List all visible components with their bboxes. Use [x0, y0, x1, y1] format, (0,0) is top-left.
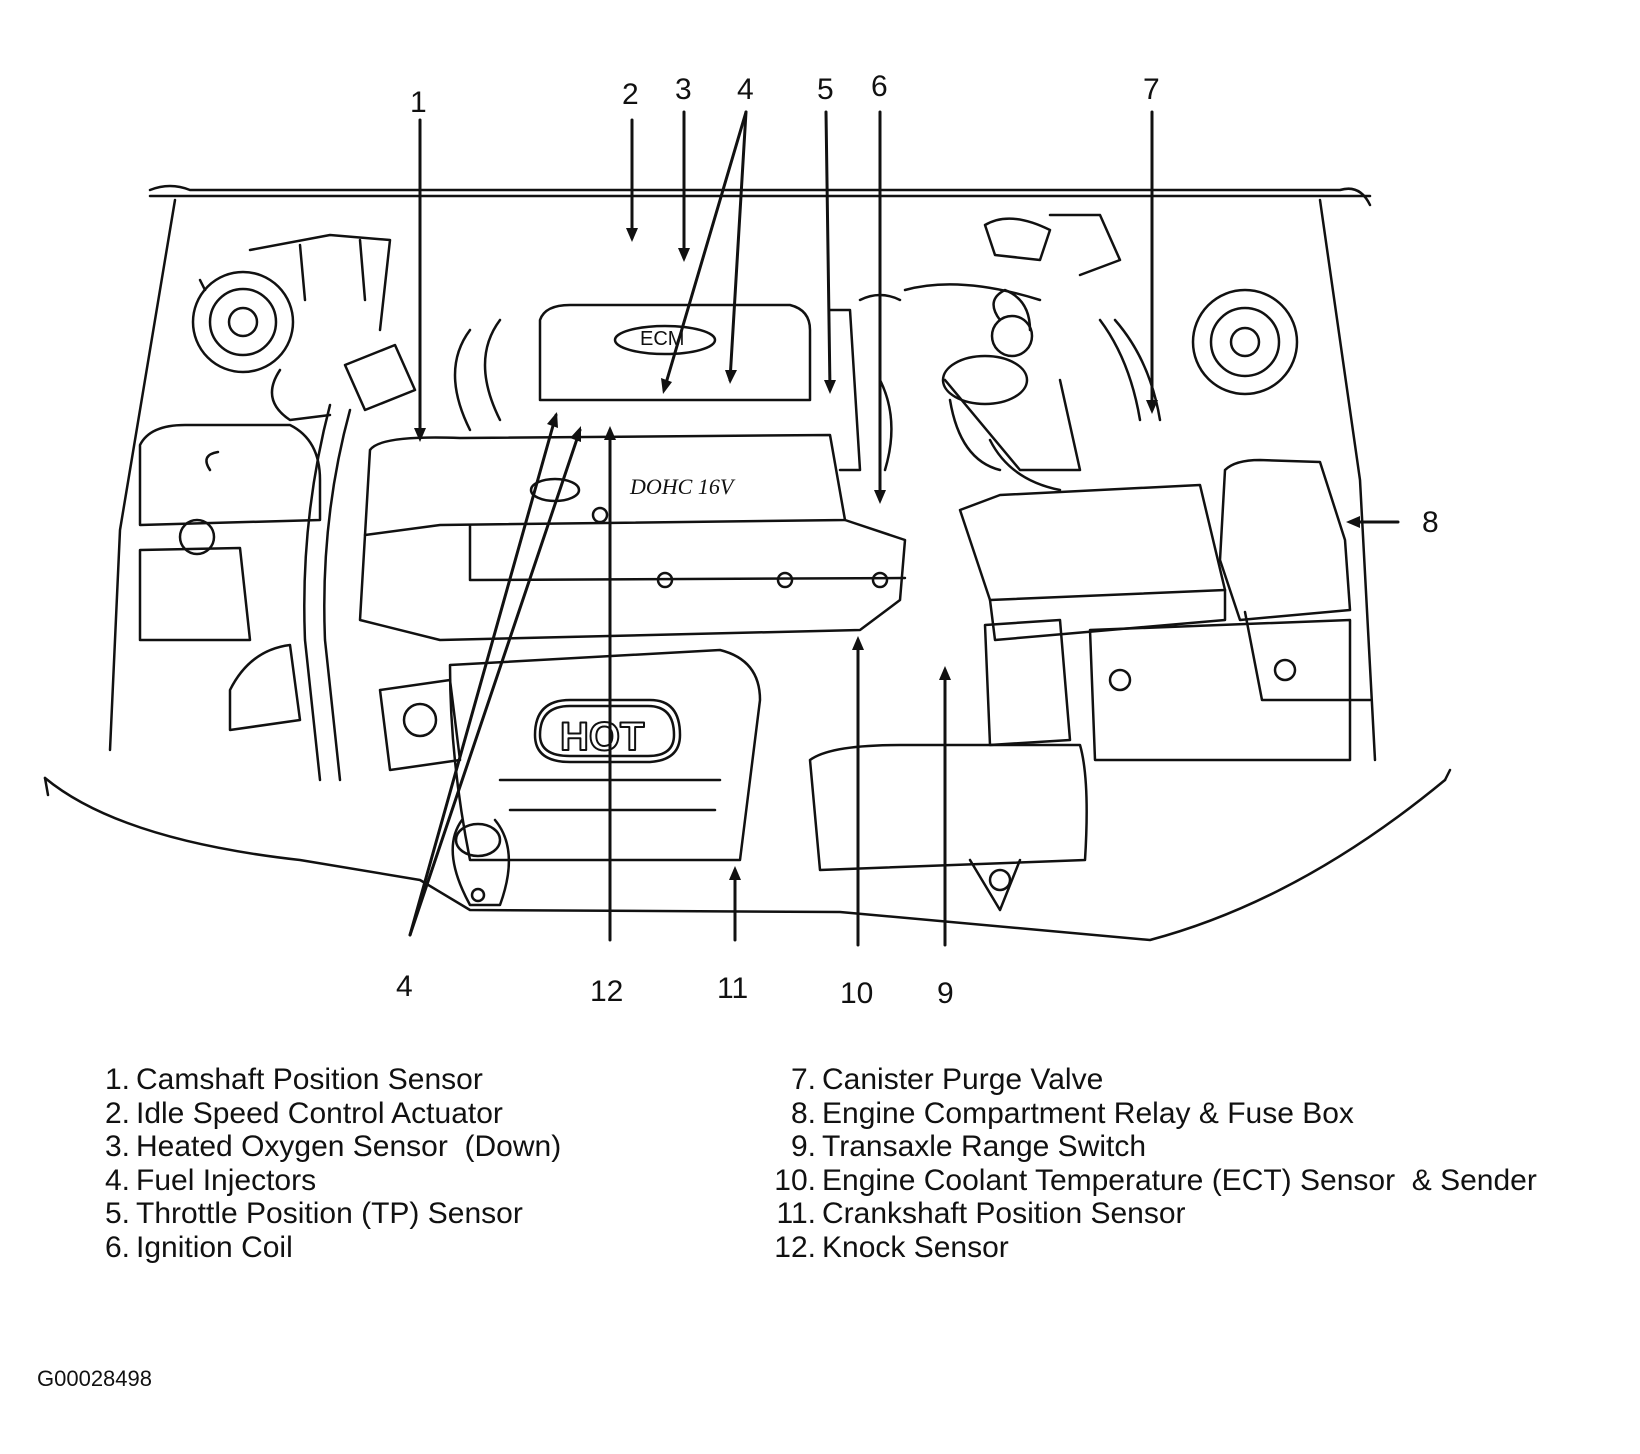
legend-number: 4.: [104, 1163, 130, 1197]
legend-item: 9.Transaxle Range Switch: [760, 1130, 1537, 1164]
legend-text: Crankshaft Position Sensor: [822, 1197, 1186, 1231]
legend-number: 6.: [104, 1230, 130, 1264]
legend-item: 1.Camshaft Position Sensor: [96, 1063, 561, 1097]
relay-fuse-box: [1218, 458, 1372, 702]
legend-number: 1.: [104, 1063, 130, 1096]
callout-2: 2: [622, 78, 639, 111]
legend-item: 12.Knock Sensor: [760, 1231, 1537, 1265]
legend-item: 7.Canister Purge Valve: [760, 1063, 1537, 1097]
callout-6: 6: [871, 70, 888, 103]
engine-cover-text: DOHC 16V: [629, 474, 736, 499]
engine-compartment-diagram: DOHC 16V HOT ECM: [43, 110, 1452, 947]
leader-arrowheads: [414, 228, 1360, 880]
callout-4-bottom: 4: [396, 970, 413, 1003]
legend-text: Transaxle Range Switch: [822, 1130, 1147, 1164]
legend-number: 9.: [790, 1130, 816, 1164]
ecu-label-text: ECM: [640, 328, 684, 350]
legend-left: 1.Camshaft Position Sensor 2.Idle Speed …: [96, 1063, 561, 1265]
callout-3: 3: [675, 73, 692, 106]
legend-text: Engine Coolant Temperature (ECT) Sensor …: [822, 1163, 1537, 1197]
legend-text: Heated Oxygen Sensor (Down): [136, 1130, 562, 1164]
wiring-bundle: [228, 233, 462, 782]
legend-item: 10.Engine Coolant Temperature (ECT) Sens…: [760, 1164, 1537, 1198]
figure-id: G00028498: [37, 1366, 152, 1391]
legend-text: Ignition Coil: [136, 1230, 293, 1264]
callout-5: 5: [817, 73, 834, 106]
legend-text: Fuel Injectors: [136, 1163, 317, 1197]
legend-text: Engine Compartment Relay & Fuse Box: [822, 1096, 1354, 1130]
valve-cover: [358, 433, 907, 642]
callout-9: 9: [937, 977, 954, 1010]
compartment-outline: [43, 184, 1452, 942]
engine-mount: [451, 818, 511, 907]
legend-text: Canister Purge Valve: [822, 1063, 1104, 1096]
legend-text: Camshaft Position Sensor: [136, 1063, 483, 1096]
callout-4-top: 4: [737, 73, 754, 106]
callout-1: 1: [410, 86, 427, 119]
callout-12: 12: [590, 975, 624, 1008]
callout-8: 8: [1422, 506, 1439, 539]
legend-number: 8.: [790, 1096, 816, 1130]
callout-11: 11: [717, 972, 749, 1005]
left-strut-tower: [191, 270, 295, 374]
legend-item: 8.Engine Compartment Relay & Fuse Box: [760, 1097, 1537, 1131]
legend-item: 5.Throttle Position (TP) Sensor: [96, 1197, 561, 1231]
legend-item: 11.Crankshaft Position Sensor: [760, 1197, 1537, 1231]
callout-10: 10: [840, 977, 874, 1010]
hot-warning-text: HOT: [560, 715, 644, 759]
legend-number: 12.: [774, 1230, 816, 1264]
legend-text: Knock Sensor: [822, 1230, 1009, 1264]
right-strut-tower: [1191, 288, 1299, 396]
battery: [1088, 618, 1352, 762]
legend-number: 10.: [774, 1163, 816, 1197]
legend-item: 2.Idle Speed Control Actuator: [96, 1097, 561, 1131]
legend-number: 3.: [104, 1130, 130, 1164]
intake-plenum: [453, 303, 812, 432]
transaxle: [808, 618, 1088, 912]
leader-lines: [408, 110, 1400, 947]
legend-item: 4.Fuel Injectors: [96, 1164, 561, 1198]
legend-number: 7.: [790, 1063, 816, 1096]
legend-number: 2.: [104, 1096, 130, 1130]
coolant-reservoir: [138, 423, 322, 642]
ignition-harness: [828, 293, 902, 472]
canister-purge-area: [903, 213, 1162, 422]
callout-7: 7: [1143, 73, 1160, 106]
legend-number: 5.: [104, 1197, 130, 1231]
legend-number: 11.: [776, 1197, 816, 1231]
air-cleaner: [941, 288, 1227, 642]
legend-item: 3.Heated Oxygen Sensor (Down): [96, 1130, 561, 1164]
legend-item: 6.Ignition Coil: [96, 1231, 561, 1265]
legend-text: Throttle Position (TP) Sensor: [136, 1197, 523, 1231]
legend-right: 7.Canister Purge Valve 8.Engine Compartm…: [760, 1063, 1537, 1265]
legend-text: Idle Speed Control Actuator: [136, 1096, 503, 1130]
